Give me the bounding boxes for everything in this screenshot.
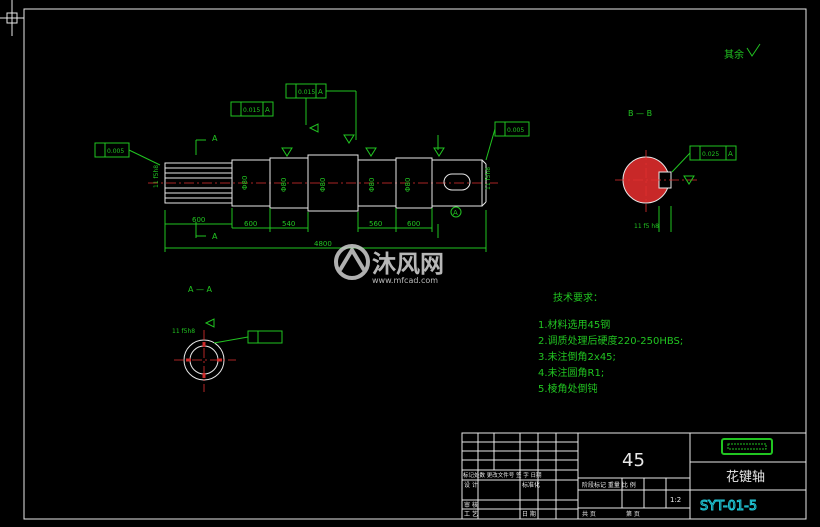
section-a-title: A — A: [188, 285, 213, 294]
tol-runout-3: 0.005: [107, 148, 124, 155]
note-item-4: 4.未注圆角R1;: [538, 366, 604, 379]
section-cut-a: A A: [195, 134, 218, 241]
standard-label: 标准化: [522, 481, 540, 489]
sheet-total: 共 页: [582, 510, 596, 518]
dim-total-length: 4800: [314, 240, 332, 248]
process-label: 工 艺: [464, 510, 478, 518]
section-b-view: 0.025 A 11 f5 h8: [615, 145, 737, 232]
roughness-marks: [281, 123, 445, 157]
tol-runout-1: 0.015: [298, 89, 315, 96]
key-code-label: 11 f5h8: [485, 167, 492, 190]
dim-spline-length: 600: [192, 216, 205, 224]
sheet-number: 第 页: [626, 510, 640, 518]
tol-runout-4: 0.005: [507, 127, 524, 134]
section-a-view: 11 f5h8: [172, 318, 283, 392]
svg-text:A: A: [728, 150, 733, 158]
section-b-title: B — B: [628, 109, 652, 118]
drawing-number: SYT-01-5: [700, 499, 757, 514]
watermark-brand: 沐风网: [372, 250, 444, 278]
spline-section-label: 11 f5h8: [172, 328, 195, 335]
title-row-labels: 标记处数 更改文件号 签 字 日期: [463, 471, 542, 479]
technical-notes: 技术要求： 1.材料选用45钢 2.调质处理后硬度220-250HBS; 3.未…: [538, 291, 683, 395]
tolerance-frame-1: 0.015 A: [285, 83, 357, 140]
company-logo-frame: [721, 438, 773, 455]
tol-symmetry-b: 0.025: [702, 151, 719, 158]
datum-a-circle-label: A: [453, 209, 458, 217]
tolerance-frame-2: 0.015 A: [230, 101, 274, 117]
watermark-url: www.mfcad.com: [372, 276, 438, 285]
dim-length-3: 560: [369, 220, 382, 228]
svg-text:A: A: [265, 106, 270, 114]
title-block: 标记处数 更改文件号 签 字 日期 设 计 标准化 审 核 工 艺 日 期 阶段…: [461, 432, 807, 520]
cut-label-a-top: A: [212, 134, 218, 143]
note-item-3: 3.未注倒角2x45;: [538, 350, 616, 363]
section-cut-b: A: [437, 135, 462, 238]
scale-value: 1:2: [670, 496, 681, 504]
watermark-logo-icon: [334, 244, 370, 280]
tolerance-frame-4: 0.005: [485, 121, 530, 161]
key-width-label: 11 f5 h8: [634, 223, 659, 230]
note-item-1: 1.材料选用45钢: [538, 318, 610, 331]
notes-title: 技术要求：: [553, 291, 603, 304]
reviewer-label: 审 核: [464, 501, 478, 509]
approve-label: 日 期: [522, 510, 536, 518]
spline-code-label: 11 f5h8: [153, 165, 160, 188]
stage-labels: 阶段标记 重量 比 例: [582, 481, 636, 489]
note-item-2: 2.调质处理后硬度220-250HBS;: [538, 334, 683, 347]
dim-diameter-1: Φ80: [241, 176, 249, 190]
drawing-border: [23, 8, 807, 520]
dim-length-1: 600: [244, 220, 257, 228]
dim-diameter-2: Φ80: [280, 178, 288, 192]
roughness-symbol-icon: [746, 43, 761, 57]
dim-diameter-3: Φ80: [319, 178, 327, 192]
svg-text:A: A: [318, 88, 323, 96]
company-logo-fill: [727, 443, 767, 450]
cut-label-a-bottom: A: [212, 232, 218, 241]
note-item-5: 5.棱角处倒钝: [538, 382, 598, 395]
corner-mark-text: 其余: [724, 48, 744, 61]
watermark: 沐风网 www.mfcad.com: [334, 244, 444, 285]
dim-length-2: 540: [282, 220, 295, 228]
dim-diameter-5: Φ80: [404, 178, 412, 192]
tolerance-frame-3: 0.005: [94, 142, 161, 166]
dim-diameter-4: Φ80: [368, 178, 376, 192]
crosshair-cursor-icon: [0, 0, 24, 36]
length-dimensions: 4800 600 600 540 560 600: [164, 208, 487, 252]
designer-label: 设 计: [464, 481, 478, 489]
shaft-main-view: Φ80 Φ80 Φ80 Φ80 Φ80 11 f5h8 11 f5h8: [148, 154, 498, 212]
dim-length-4: 600: [407, 220, 420, 228]
tol-runout-2: 0.015: [243, 107, 260, 114]
material-value: 45: [622, 450, 645, 471]
part-name: 花键轴: [726, 469, 765, 485]
